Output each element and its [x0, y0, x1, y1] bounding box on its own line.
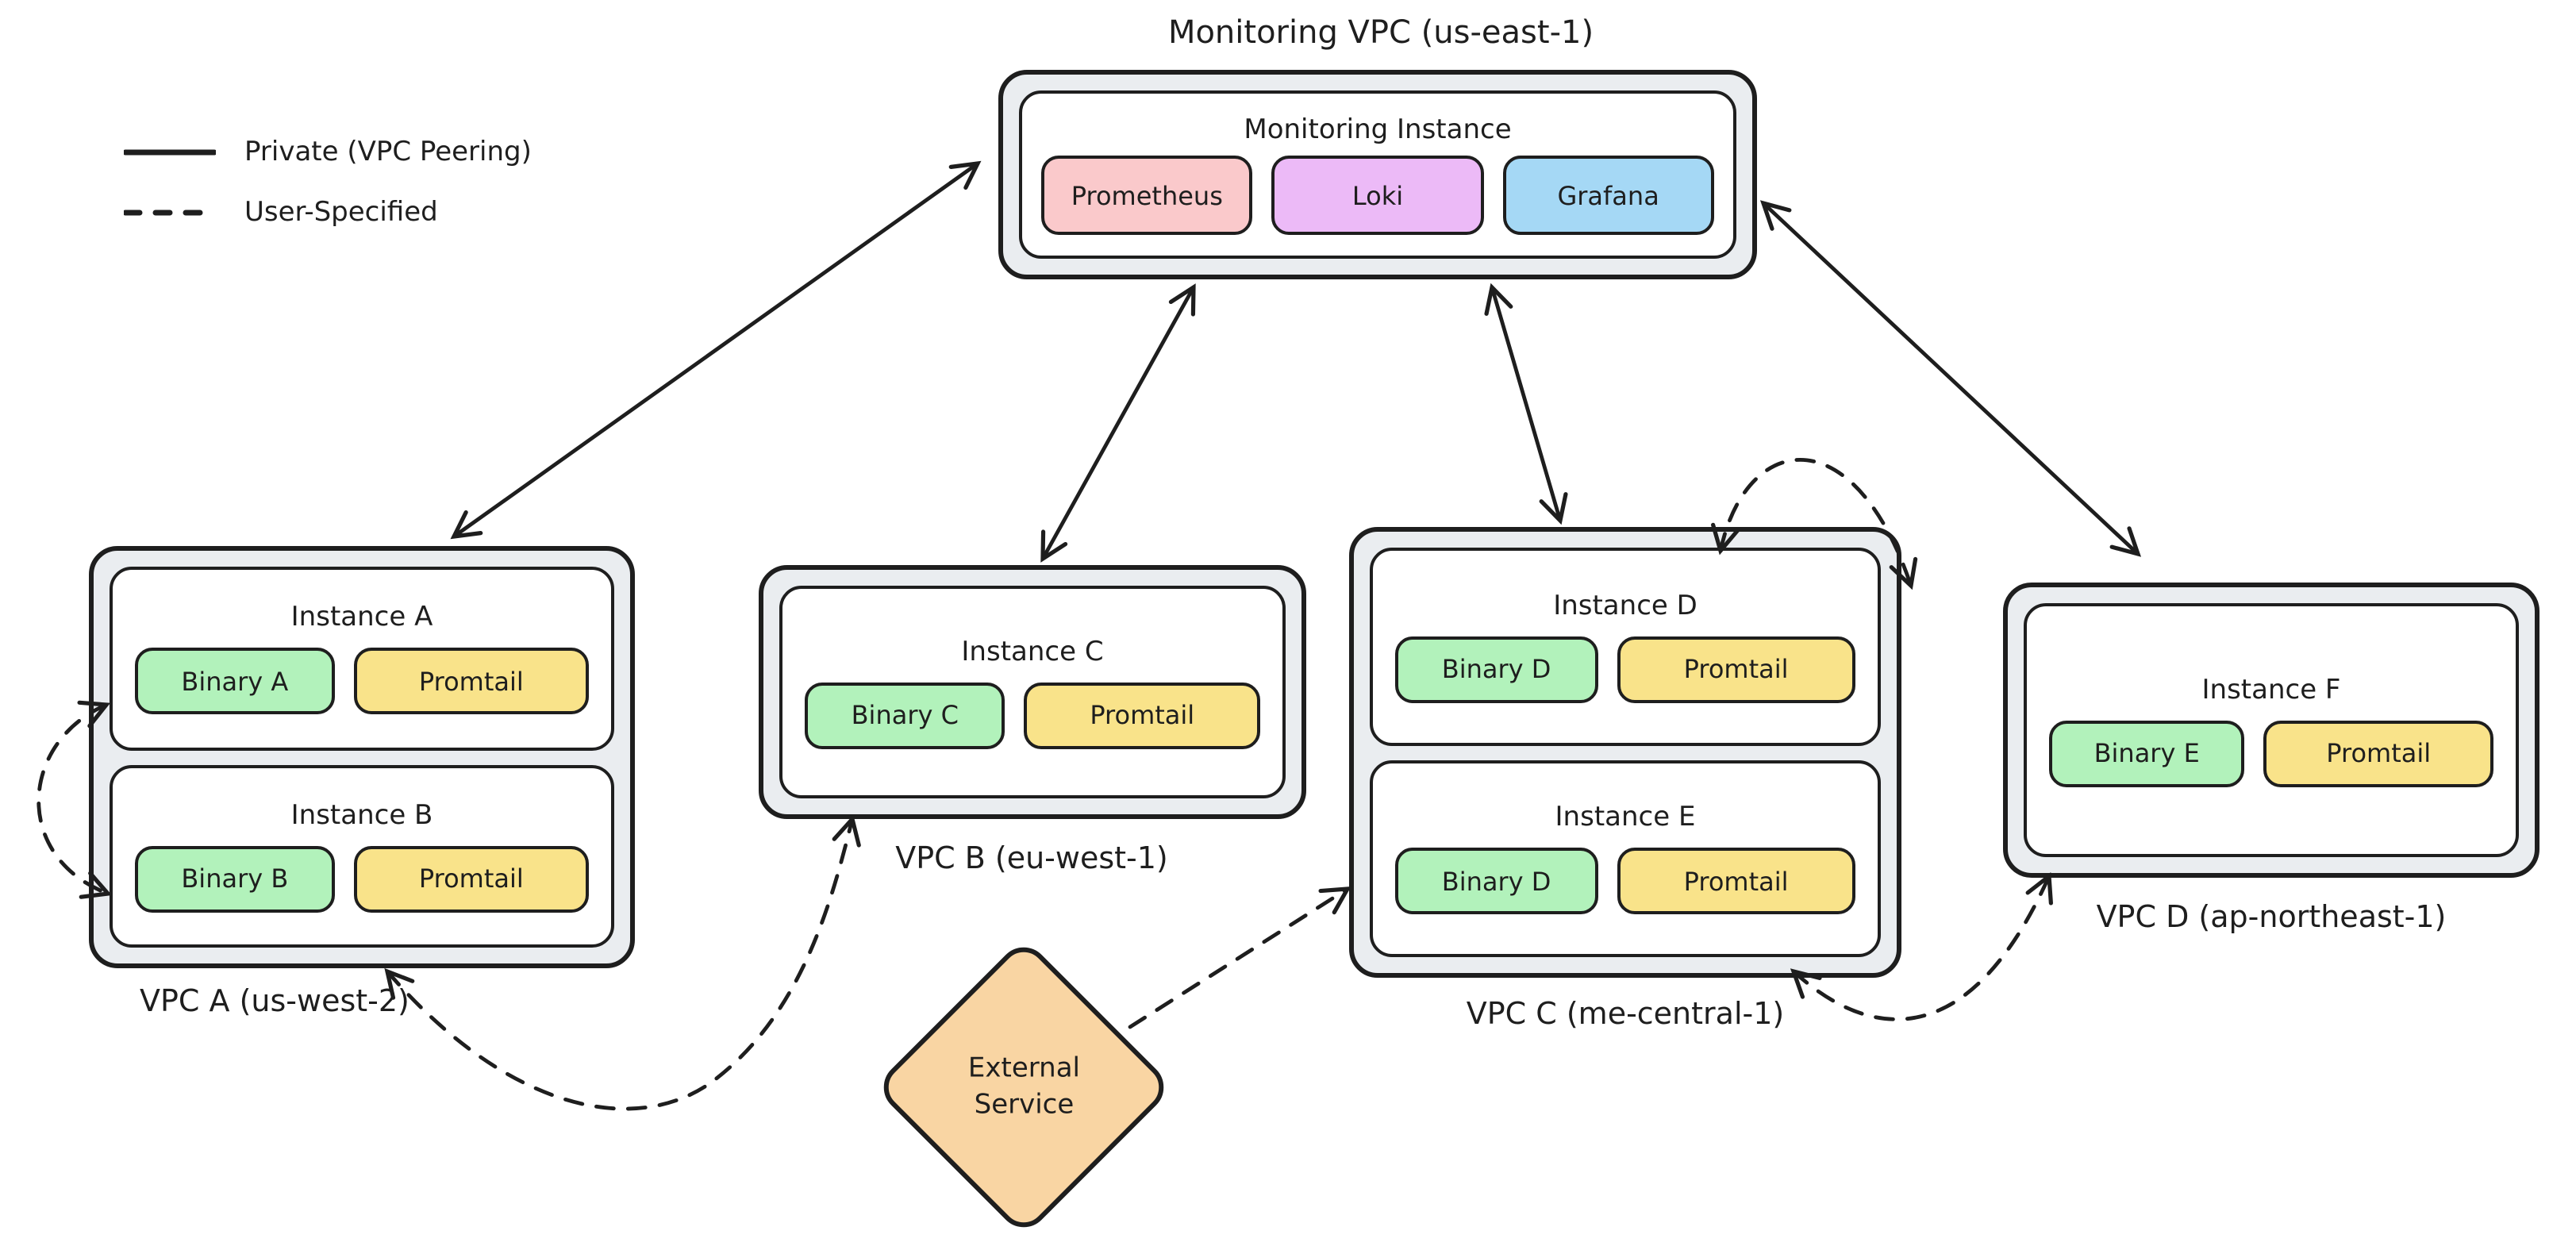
vpc-c-container: Instance D Binary D Promtail Instance E …	[1349, 527, 1901, 978]
binary-d-node: Binary D	[1395, 636, 1598, 703]
legend-row-user-specified: User-Specified	[124, 194, 532, 232]
arrow-monitoring-vpc-d	[1759, 200, 2142, 557]
promtail-node-f: Promtail	[2263, 720, 2493, 786]
legend-row-private: Private (VPC Peering)	[124, 133, 532, 171]
legend-private-label: Private (VPC Peering)	[244, 137, 532, 168]
instance-a-title: Instance A	[290, 602, 433, 634]
instance-c-title: Instance C	[961, 636, 1104, 667]
binary-a-node: Binary A	[135, 648, 335, 715]
grafana-node: Grafana	[1502, 156, 1714, 235]
promtail-node-c: Promtail	[1024, 682, 1260, 748]
instance-b-title: Instance B	[290, 799, 433, 832]
promtail-node-d: Promtail	[1617, 636, 1855, 703]
vpc-a-label: VPC A (us-west-2)	[140, 984, 409, 1019]
vpc-b-label: VPC B (eu-west-1)	[895, 841, 1168, 876]
promtail-node-a: Promtail	[353, 648, 589, 715]
monitoring-vpc-container: Monitoring Instance Prometheus Loki Graf…	[998, 70, 1757, 279]
arrow-monitoring-vpc-c	[1484, 283, 1568, 525]
external-service-node: External Service	[873, 936, 1175, 1238]
arrow-monitoring-vpc-a	[450, 160, 982, 540]
instance-b: Instance B Binary B Promtail	[110, 764, 614, 948]
instance-c: Instance C Binary C Promtail	[779, 586, 1286, 798]
binary-b-node: Binary B	[135, 845, 335, 913]
instance-f: Instance F Binary E Promtail	[2024, 603, 2519, 857]
binary-e-node: Binary E	[2049, 720, 2245, 786]
vpc-d-label: VPC D (ap-northeast-1)	[2096, 900, 2447, 935]
promtail-node-e: Promtail	[1617, 848, 1855, 915]
binary-d2-node: Binary D	[1395, 848, 1598, 915]
instance-d-title: Instance D	[1553, 590, 1697, 622]
binary-c-node: Binary C	[805, 682, 1005, 748]
arrow-external-service-instance-e	[1128, 886, 1351, 1029]
arrow-monitoring-vpc-b	[1040, 283, 1196, 563]
instance-f-title: Instance F	[2201, 674, 2341, 706]
prometheus-node: Prometheus	[1041, 156, 1253, 235]
promtail-node-b: Promtail	[353, 845, 589, 913]
monitoring-instance-title: Monitoring Instance	[1244, 114, 1512, 146]
instance-a: Instance A Binary A Promtail	[110, 567, 614, 750]
instance-e: Instance E Binary D Promtail	[1370, 760, 1881, 957]
vpc-d-container: Instance F Binary E Promtail	[2003, 583, 2539, 878]
loki-node: Loki	[1271, 156, 1484, 235]
instance-d: Instance D Binary D Promtail	[1370, 548, 1881, 745]
solid-line-icon	[124, 149, 216, 156]
dashed-line-icon	[124, 210, 216, 216]
monitoring-instance: Monitoring Instance Prometheus Loki Graf…	[1019, 90, 1736, 259]
monitoring-services-row: Prometheus Loki Grafana	[1041, 156, 1714, 235]
instance-e-title: Instance E	[1555, 802, 1696, 834]
vpc-a-container: Instance A Binary A Promtail Instance B …	[89, 546, 635, 968]
vpc-b-container: Instance C Binary C Promtail	[759, 565, 1306, 819]
legend-user-specified-label: User-Specified	[244, 197, 438, 229]
legend: Private (VPC Peering) User-Specified	[124, 133, 532, 232]
external-service-label: External Service	[967, 1052, 1080, 1121]
monitoring-vpc-title: Monitoring VPC (us-east-1)	[1167, 13, 1594, 51]
vpc-c-label: VPC C (me-central-1)	[1466, 997, 1785, 1032]
